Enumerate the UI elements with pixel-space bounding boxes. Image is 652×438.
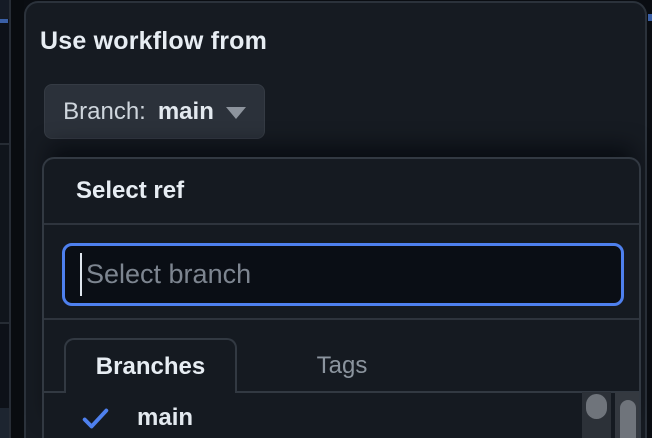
tabs-underline <box>44 391 639 393</box>
ref-tabs: Branches Tags <box>44 320 639 393</box>
run-workflow-popover: Use workflow from Branch: main Select re… <box>24 1 647 438</box>
tab-tags[interactable]: Tags <box>277 338 407 393</box>
ref-search-box <box>62 243 624 306</box>
branch-name: main <box>137 404 194 431</box>
background-divider <box>0 143 10 145</box>
ref-selector-heading: Select ref <box>44 159 639 225</box>
branch-dropdown-button[interactable]: Branch: main <box>44 84 265 139</box>
branch-button-prefix: Branch: <box>63 97 146 125</box>
background-page-block <box>0 0 10 19</box>
tab-branches[interactable]: Branches <box>64 338 237 393</box>
background-page-block <box>0 145 9 322</box>
ref-search-section <box>44 227 639 320</box>
ref-selector-panel: Select ref Branches Tags <box>42 157 641 438</box>
background-accent-line <box>648 14 652 21</box>
background-page-right <box>647 0 652 438</box>
background-divider <box>0 322 10 324</box>
list-item-main[interactable]: main <box>44 393 580 438</box>
list-scrollbar-track[interactable] <box>582 392 611 438</box>
branch-list: main <box>44 393 639 438</box>
branch-button-value: main <box>157 97 214 125</box>
popover-title: Use workflow from <box>40 27 268 55</box>
background-page-block <box>0 408 10 438</box>
panel-scrollbar-thumb[interactable] <box>620 400 636 438</box>
panel-scrollbar-track[interactable] <box>615 392 639 438</box>
background-accent-line <box>0 19 8 23</box>
branch-filter-input[interactable] <box>62 243 624 306</box>
background-gutter <box>11 0 24 438</box>
tab-branches-label: Branches <box>95 352 206 380</box>
list-scrollbar-thumb[interactable] <box>586 394 607 419</box>
background-page-border <box>9 0 11 438</box>
check-icon <box>82 408 109 428</box>
chevron-down-icon <box>225 107 246 119</box>
tab-tags-label: Tags <box>316 351 368 379</box>
